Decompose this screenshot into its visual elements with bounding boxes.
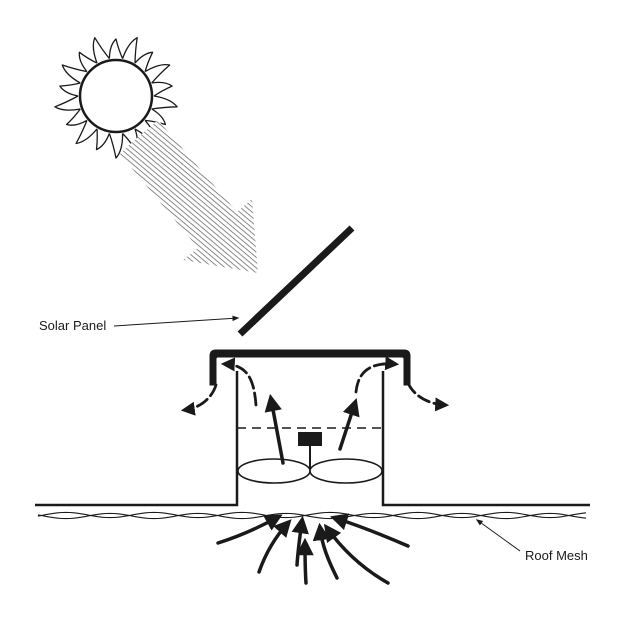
airflow-arrow-intake-4 bbox=[296, 537, 314, 585]
sunlight-beam bbox=[120, 120, 258, 273]
airflow-arrow-exit-right bbox=[406, 381, 450, 412]
roof-mesh bbox=[37, 511, 587, 520]
airflow-arrow-up-left bbox=[264, 393, 285, 465]
fan-motor bbox=[298, 432, 322, 470]
airflow-arrows bbox=[180, 356, 450, 585]
airflow-arrow-exit-left bbox=[180, 383, 218, 416]
solar-panel bbox=[237, 225, 355, 337]
airflow-arrow-intake-6 bbox=[323, 523, 390, 585]
vent-cap bbox=[209, 349, 411, 386]
airflow-arrow-up-right bbox=[338, 398, 360, 451]
roof-line bbox=[35, 371, 590, 507]
solar-panel-label: Solar Panel bbox=[39, 318, 107, 333]
solar-panel-leader bbox=[113, 315, 240, 327]
roof-mesh-leader bbox=[475, 519, 521, 552]
sun-icon bbox=[54, 37, 178, 159]
airflow-arrow-intake-3 bbox=[291, 515, 309, 567]
fan-blade-right bbox=[309, 458, 383, 484]
fan-blade-left bbox=[237, 458, 311, 484]
airflow-arrow-intake-5 bbox=[312, 522, 339, 580]
roof-mesh-label: Roof Mesh bbox=[525, 548, 588, 563]
airflow-arrow-intake-7 bbox=[329, 513, 410, 548]
airflow-arrow-intake-2 bbox=[257, 519, 292, 574]
airflow-arrow-curl-right-top bbox=[354, 356, 400, 394]
airflow-arrow-curl-left-top bbox=[220, 357, 258, 407]
airflow-arrow-intake-1 bbox=[216, 514, 283, 545]
